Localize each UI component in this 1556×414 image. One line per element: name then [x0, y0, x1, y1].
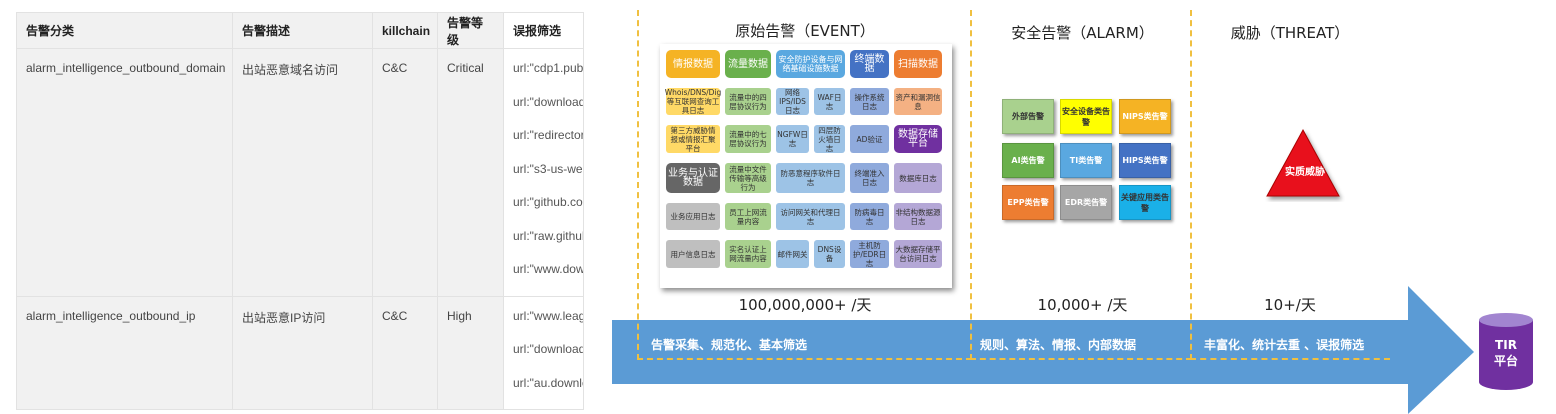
- event-tile: 四层防火墙日志: [814, 125, 845, 153]
- cell-killchain: C&C: [372, 48, 438, 297]
- alarm-tile: AI类告警: [1002, 143, 1054, 178]
- event-tile: WAF日志: [814, 88, 845, 115]
- event-tile: 非结构数据源日志: [894, 203, 942, 230]
- cell-level: Critical: [437, 48, 504, 297]
- threat-label: 实质威胁: [1285, 167, 1325, 178]
- threat-rate: 10+/天: [1264, 296, 1316, 314]
- event-tile: 邮件网关: [776, 240, 809, 268]
- cell-killchain: C&C: [372, 295, 438, 410]
- url-item: url:"download: [513, 94, 584, 109]
- alarm-tile: 安全设备类告警: [1060, 99, 1112, 134]
- alarm-title: 安全告警（ALARM）: [1011, 24, 1154, 42]
- threat-triangle-icon: [1266, 128, 1340, 197]
- cell-desc: 出站恶意IP访问: [232, 295, 373, 410]
- event-tile: NGFW日志: [776, 125, 809, 153]
- event-rate: 100,000,000+ /天: [738, 296, 872, 314]
- tir-platform: TIR 平台: [1479, 337, 1533, 369]
- event-source-grid: 情报数据 流量数据 安全防护设备与网络基础设施数据 终端数据 扫描数据 Whoi…: [660, 44, 952, 288]
- event-tile: 实名认证上网流量内容: [725, 240, 771, 268]
- cell-urls: url:"www.leag url:"download url:"au.down…: [503, 295, 584, 410]
- event-tile: 访问网关和代理日志: [776, 203, 845, 230]
- event-tile: 流量数据: [725, 50, 771, 78]
- cell-category: alarm_intelligence_outbound_domain: [16, 48, 233, 297]
- cell-category: alarm_intelligence_outbound_ip: [16, 295, 233, 410]
- threat-title: 威胁（THREAT）: [1230, 24, 1350, 42]
- event-tile: 扫描数据: [894, 50, 942, 78]
- event-section: [637, 10, 972, 360]
- col-header: 告警等级: [437, 12, 504, 49]
- event-tile: 终端数据: [850, 50, 889, 78]
- event-tile: 防恶意程序软件日志: [776, 163, 845, 193]
- event-tile: DNS设备: [814, 240, 845, 268]
- url-item: url:"raw.github: [513, 228, 584, 243]
- event-tile: 资产和漏洞信息: [894, 88, 942, 115]
- event-tile: 网络IPS/IDS日志: [776, 88, 809, 115]
- database-icon: [1479, 313, 1533, 390]
- alarm-rate: 10,000+ /天: [1037, 296, 1128, 314]
- event-tile: 大数据存储平台访问日志: [894, 240, 942, 268]
- alarm-tile: TI类告警: [1060, 143, 1112, 178]
- event-stage-label: 告警采集、规范化、基本筛选: [651, 338, 808, 352]
- event-tile: 流量中的七层协议行为: [725, 125, 771, 153]
- threat-section: [1190, 10, 1390, 360]
- event-tile: 数据存储平台: [894, 125, 942, 153]
- event-title: 原始告警（EVENT）: [735, 22, 875, 40]
- url-item: url:"www.leag: [513, 308, 584, 323]
- col-header: 告警分类: [16, 12, 233, 49]
- alarm-section: [970, 10, 1192, 360]
- alarm-tile: EPP类告警: [1002, 185, 1054, 220]
- col-header: killchain: [372, 12, 438, 49]
- alarm-tile: HIPS类告警: [1119, 143, 1171, 178]
- url-item: url:"download: [513, 342, 584, 356]
- event-tile: 防病毒日志: [850, 203, 889, 230]
- event-tile: 业务应用日志: [666, 203, 720, 230]
- event-tile: 数据库日志: [894, 163, 942, 193]
- table-row: alarm_intelligence_outbound_domain 出站恶意域…: [16, 48, 584, 297]
- alarm-tile: EDR类告警: [1060, 185, 1112, 220]
- threat-stage-label: 丰富化、统计去重 、误报筛选: [1204, 338, 1365, 352]
- col-header: 误报筛选: [503, 12, 584, 49]
- url-item: url:"redirector.: [513, 128, 584, 142]
- event-tile: 安全防护设备与网络基础设施数据: [776, 50, 845, 78]
- url-item: url:"cdp1.publ: [513, 61, 584, 75]
- event-tile: AD验证: [850, 125, 889, 153]
- col-header: 告警描述: [232, 12, 373, 49]
- url-item: url:"au.downlc: [513, 375, 584, 390]
- event-tile: 情报数据: [666, 50, 720, 78]
- alarm-tile: NIPS类告警: [1119, 99, 1171, 134]
- platform-line2: 平台: [1493, 354, 1518, 368]
- url-item: url:"s3-us-wes: [513, 161, 584, 176]
- event-tile: Whois/DNS/Dig等互联网查询工具日志: [664, 88, 722, 115]
- url-item: url:"www.dow: [513, 262, 584, 276]
- alarm-tile: 外部告警: [1002, 99, 1054, 134]
- cell-urls: url:"cdp1.publ url:"download url:"redire…: [503, 48, 584, 297]
- event-tile: 流量中的四层协议行为: [725, 88, 771, 115]
- table-row: alarm_intelligence_outbound_ip 出站恶意IP访问 …: [16, 295, 584, 410]
- event-tile: 员工上网流量内容: [725, 203, 771, 230]
- alarm-stage-label: 规则、算法、情报、内部数据: [980, 338, 1137, 352]
- cell-desc: 出站恶意域名访问: [232, 48, 373, 297]
- table-header: 告警分类 告警描述 killchain 告警等级 误报筛选: [16, 12, 584, 49]
- alarm-tile: 关键应用类告警: [1119, 185, 1171, 220]
- event-tile: 业务与认证数据: [666, 163, 720, 193]
- event-tile: 流量中文件传输等高级行为: [725, 163, 771, 193]
- event-tile: 第三方威胁情报或情报汇聚平台: [666, 125, 720, 153]
- platform-line1: TIR: [1495, 338, 1517, 352]
- cell-level: High: [437, 295, 504, 410]
- event-tile: 主机防护/EDR日志: [850, 240, 889, 268]
- event-tile: 操作系统日志: [850, 88, 889, 115]
- event-tile: 用户信息日志: [666, 240, 720, 268]
- event-tile: 终端准入日志: [850, 163, 889, 193]
- alert-table: 告警分类 告警描述 killchain 告警等级 误报筛选 alarm_inte…: [16, 12, 584, 410]
- url-item: url:"github.cor: [513, 195, 584, 209]
- flow-arrow: [612, 286, 1474, 414]
